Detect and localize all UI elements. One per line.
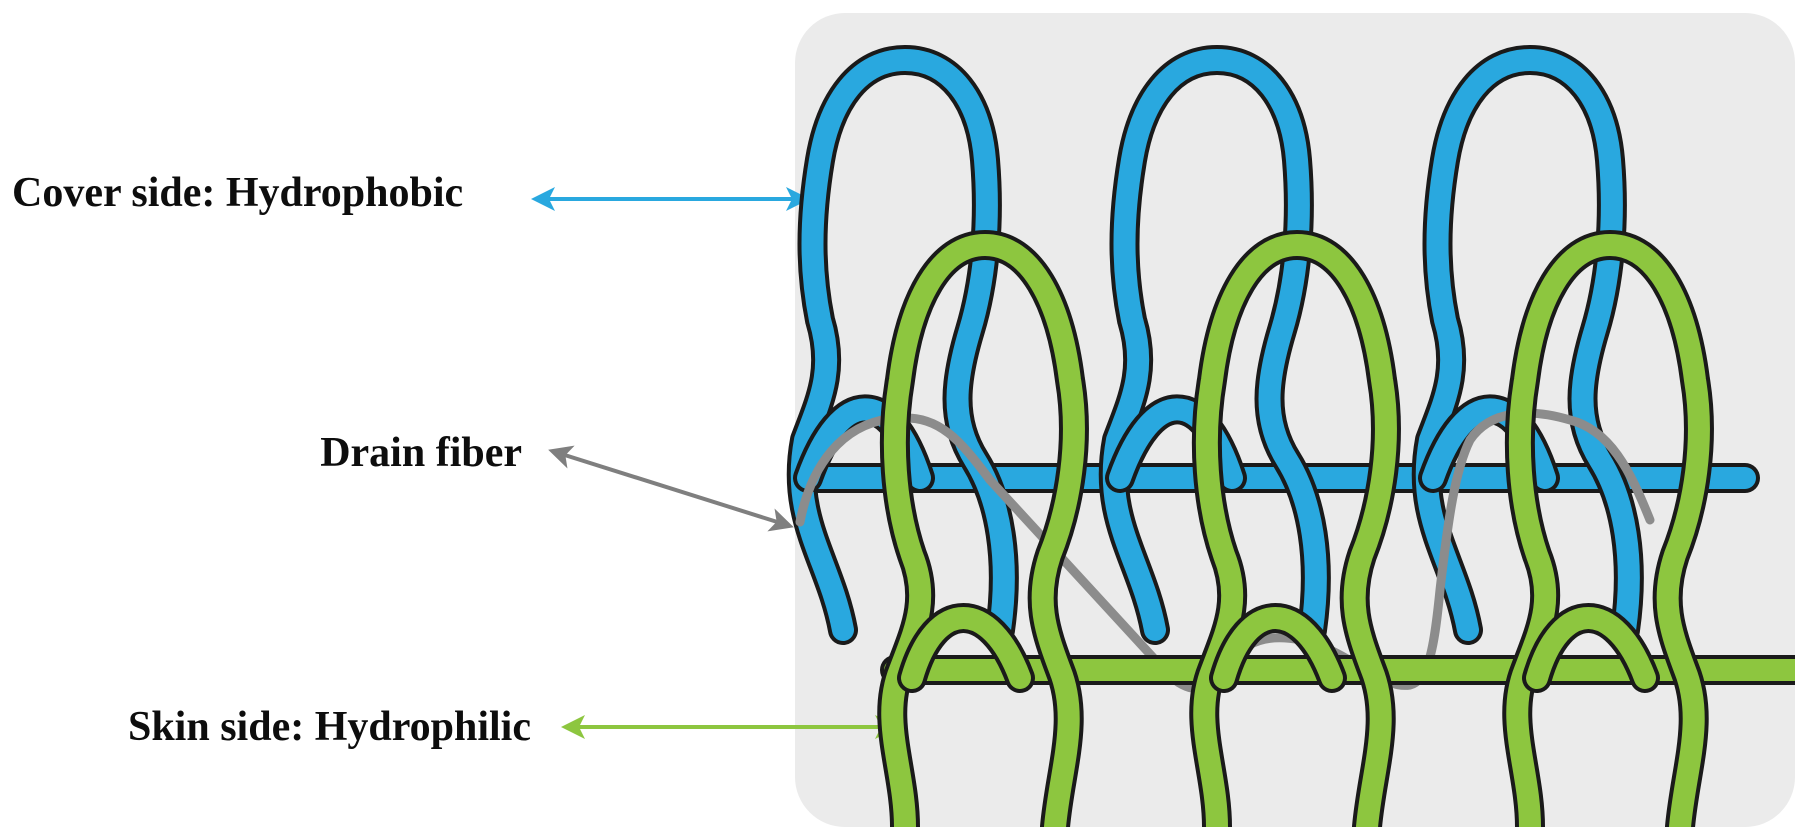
- skin-yarn: [892, 245, 1795, 827]
- drain-fiber-arrow: [548, 445, 794, 532]
- cover-side-label: Cover side: Hydrophobic: [12, 170, 464, 216]
- cover-yarn: [802, 60, 1760, 630]
- skin-side-label: Skin side: Hydrophilic: [127, 704, 531, 750]
- drain-fiber-label: Drain fiber: [320, 430, 522, 476]
